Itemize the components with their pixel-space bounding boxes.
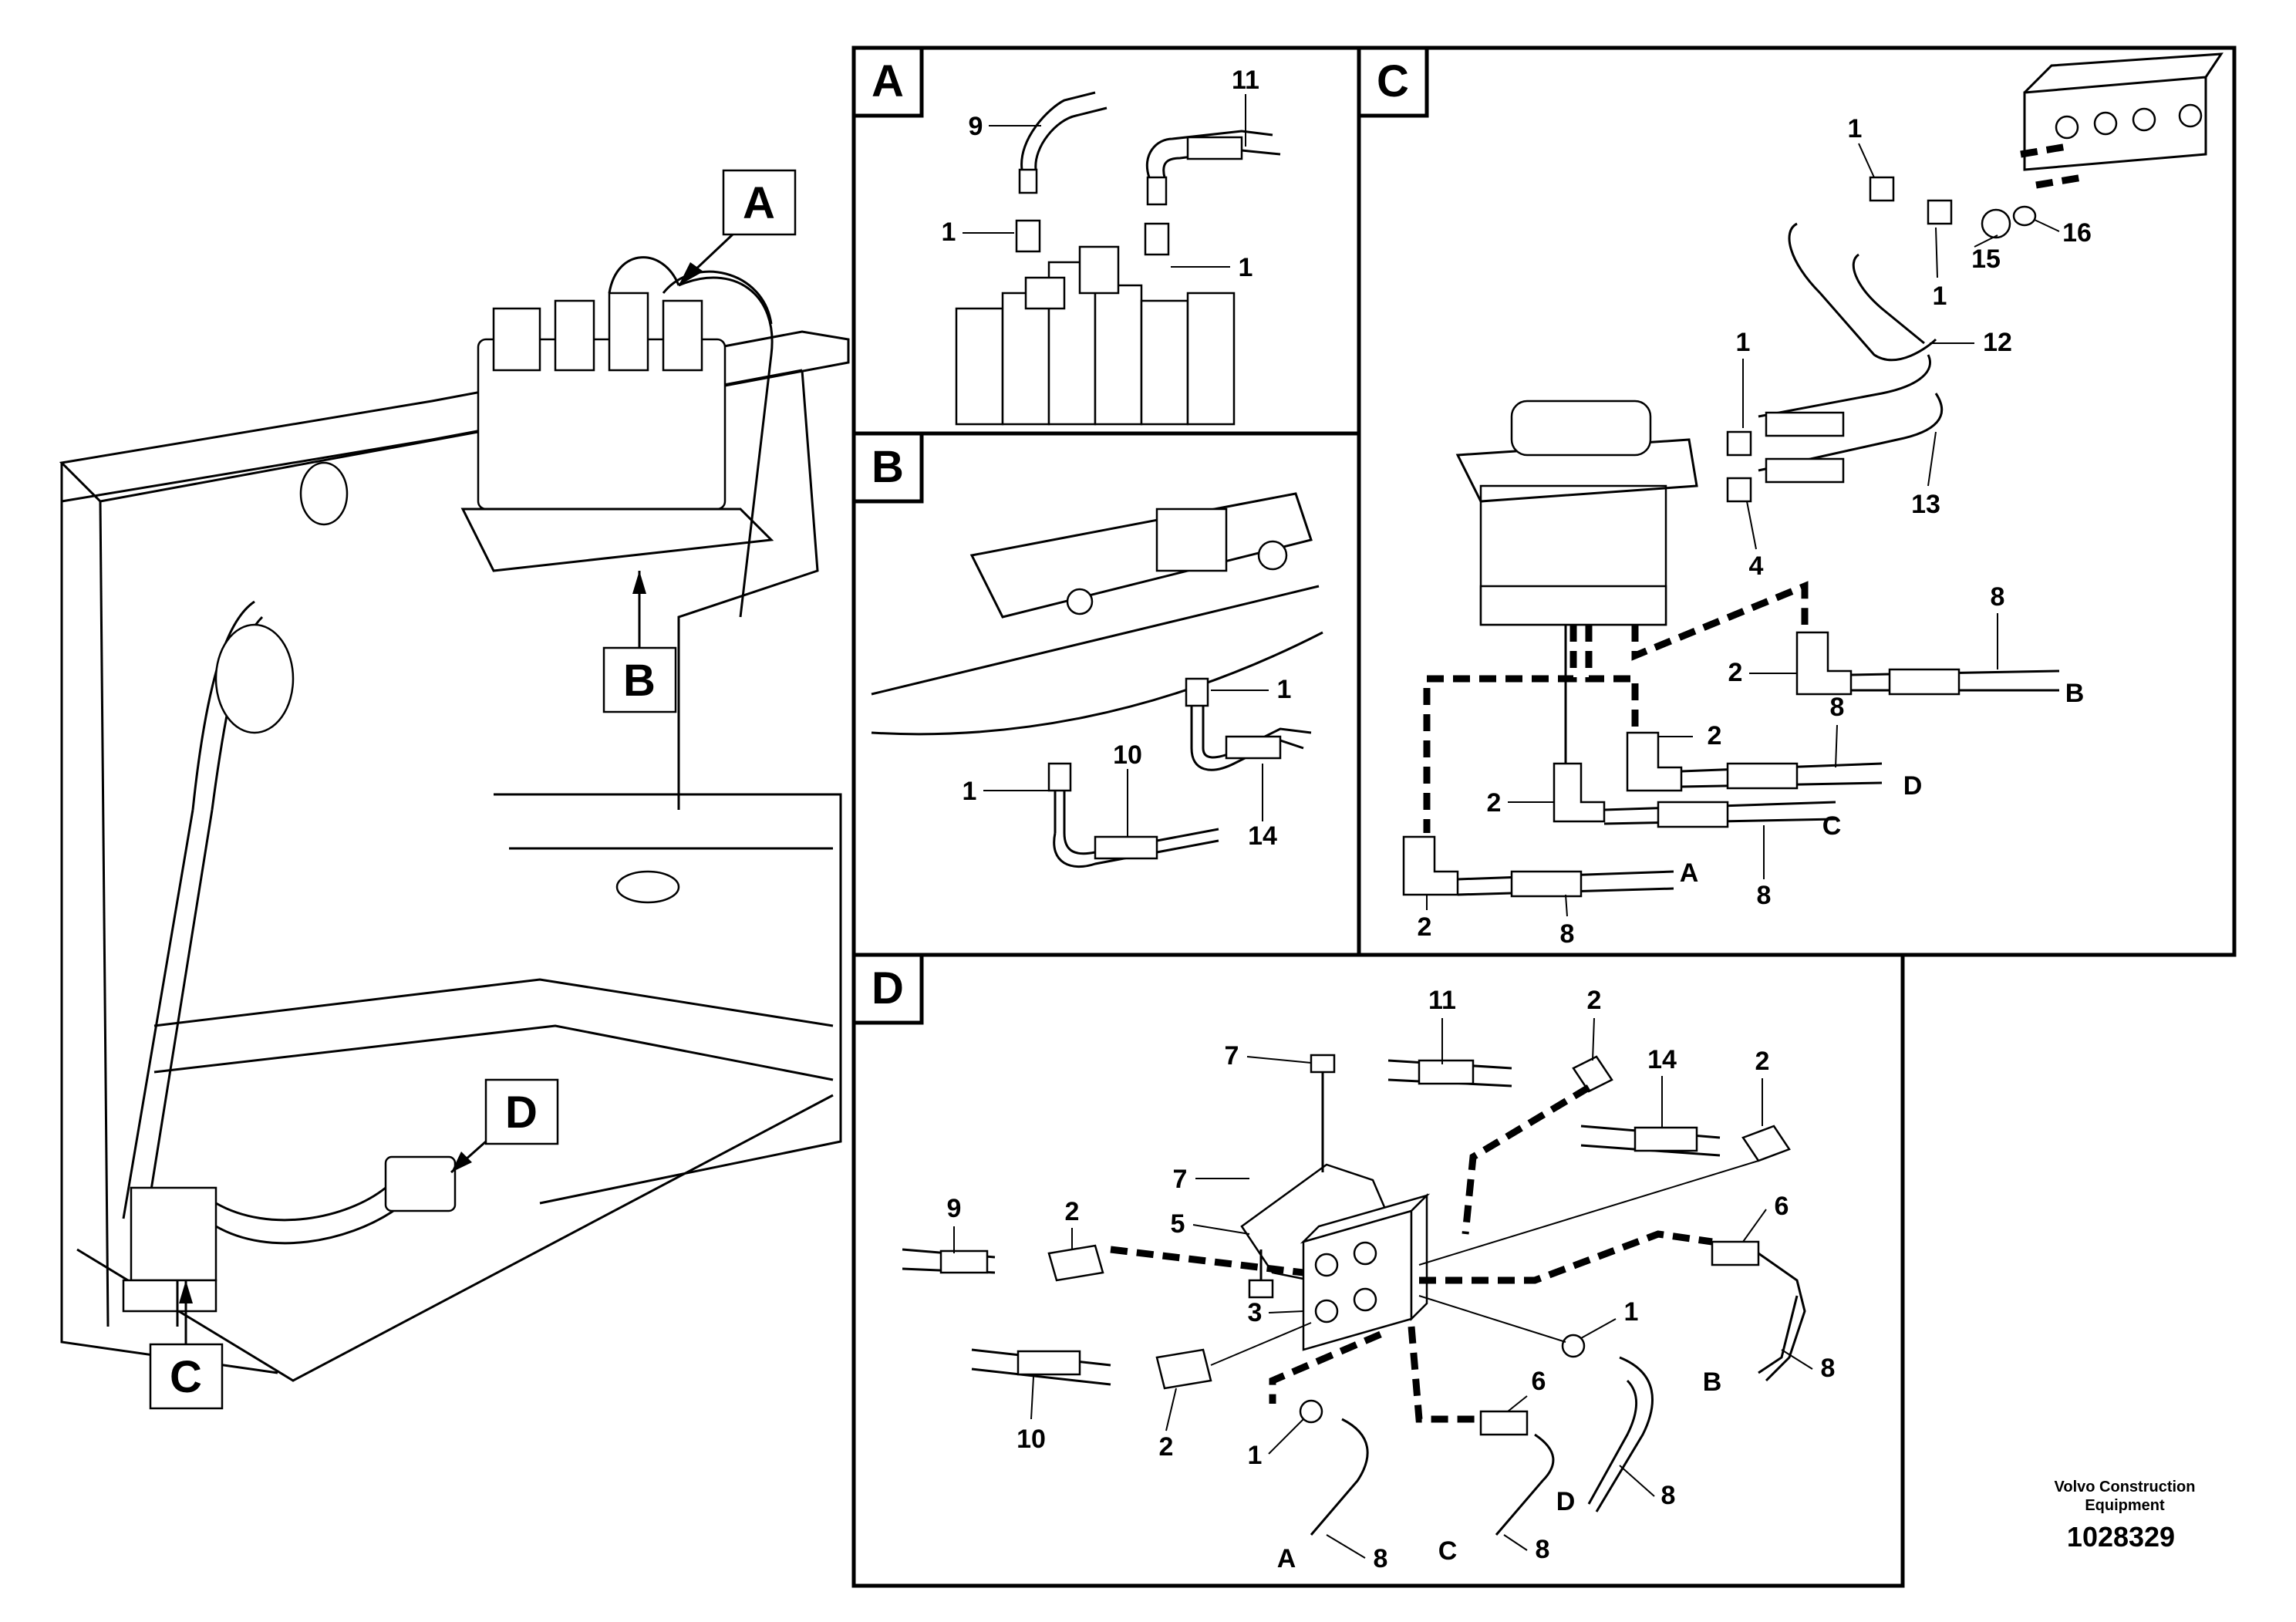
callout-D[interactable]: D (450, 1078, 559, 1174)
brand-line-2: Equipment (2085, 1497, 2165, 1514)
panel-A-illustration (955, 91, 1281, 426)
part-number-label: 2 (1159, 1432, 1174, 1462)
part-number-label: 14 (1647, 1045, 1677, 1074)
part-number-label: 12 (1983, 328, 2012, 357)
part-number-label: 1 (1848, 114, 1863, 143)
part-number-label: C (1822, 811, 1842, 841)
part-number-label: 2 (1587, 986, 1602, 1015)
panel-title-B: B (851, 431, 924, 504)
part-number-label: 11 (1232, 66, 1259, 95)
panel-title-A: A (851, 46, 924, 118)
panel-D-illustration (902, 1054, 1806, 1536)
callout-letter: D (872, 963, 904, 1013)
callout-C[interactable]: C (149, 1280, 224, 1410)
part-number-label: 1 (1277, 675, 1292, 704)
part-number-label: 2 (1728, 658, 1743, 687)
part-number-label: 5 (1171, 1209, 1185, 1239)
part-number-label: 2 (1487, 788, 1502, 818)
callout-letter: A (743, 178, 775, 228)
part-number-label: 1 (1736, 328, 1751, 357)
part-number-label: 8 (1821, 1354, 1836, 1383)
part-number-label: 8 (1374, 1544, 1388, 1573)
part-number-label: A (1277, 1544, 1296, 1573)
part-number-label: 8 (1757, 881, 1772, 910)
part-number-label: 2 (1755, 1047, 1770, 1076)
part-number-label: 3 (1248, 1298, 1263, 1327)
part-number-label: 8 (1830, 693, 1845, 722)
part-number-label: 1 (1624, 1297, 1639, 1327)
part-number-label: 13 (1911, 490, 1940, 519)
callout-letter: C (1377, 56, 1409, 106)
part-number-label: D (1903, 771, 1923, 801)
callout-A[interactable]: A (677, 169, 797, 287)
panel-A-labels: 9 11 1 1 (942, 66, 1259, 282)
doc-number: 1028329 (2067, 1521, 2175, 1553)
panel-C-illustration (1402, 52, 2224, 898)
part-number-label: 2 (1065, 1197, 1080, 1226)
part-number-label: A (1680, 858, 1699, 888)
part-number-label: 6 (1775, 1192, 1789, 1221)
part-number-label: 6 (1532, 1367, 1546, 1396)
part-number-label: 9 (947, 1194, 962, 1223)
overview-illustration (59, 256, 850, 1382)
panel-B-illustration (871, 492, 1323, 868)
part-number-label: 4 (1749, 551, 1764, 581)
part-number-label: 1 (942, 218, 956, 247)
panel-C-labels: 1 1 1 12 13 15 16 4 2 2 2 2 8 8 8 8 B D … (1418, 114, 2092, 949)
part-number-label: 1 (1239, 253, 1253, 282)
part-number-label: 2 (1708, 721, 1722, 750)
part-number-label: B (1703, 1367, 1722, 1397)
callout-letter: B (623, 656, 656, 706)
part-number-label: 8 (1661, 1481, 1676, 1510)
callout-letter: D (505, 1088, 538, 1138)
brand-line-1: Volvo Construction (2055, 1479, 2196, 1496)
part-number-label: 8 (1536, 1535, 1550, 1564)
part-number-label: 15 (1971, 244, 2001, 274)
part-number-label: 2 (1418, 912, 1432, 942)
panel-title-D: D (851, 953, 924, 1025)
callout-B[interactable]: B (602, 571, 677, 713)
panel-frames (851, 46, 2237, 1588)
part-number-label: 10 (1113, 740, 1142, 770)
part-number-label: 11 (1428, 986, 1456, 1015)
callout-letter: C (170, 1352, 202, 1402)
panel-B-labels: 1 1 10 14 (963, 675, 1292, 851)
part-number-label: C (1438, 1536, 1458, 1566)
part-number-label: B (2065, 679, 2085, 708)
part-number-label: 10 (1017, 1425, 1046, 1454)
part-number-label: 1 (963, 777, 977, 806)
callout-letter: B (872, 442, 904, 492)
part-number-label: 1 (1248, 1441, 1263, 1470)
part-number-label: 7 (1173, 1165, 1188, 1194)
part-number-label: 1 (1933, 282, 1947, 311)
part-number-label: 8 (1560, 919, 1575, 949)
part-number-label: 14 (1248, 821, 1277, 851)
footer: Volvo Construction Equipment 1028329 (2055, 1479, 2196, 1553)
part-number-label: 7 (1225, 1041, 1239, 1071)
part-number-label: D (1556, 1487, 1576, 1516)
callout-letter: A (872, 56, 904, 106)
panel-title-C: C (1357, 46, 1429, 118)
part-number-label: 8 (1991, 582, 2005, 612)
part-number-label: 9 (969, 112, 983, 141)
panel-D-labels: 7 7 5 11 2 14 2 9 2 3 6 1 10 2 1 6 8 8 (947, 986, 1836, 1573)
part-number-label: 16 (2062, 218, 2092, 248)
